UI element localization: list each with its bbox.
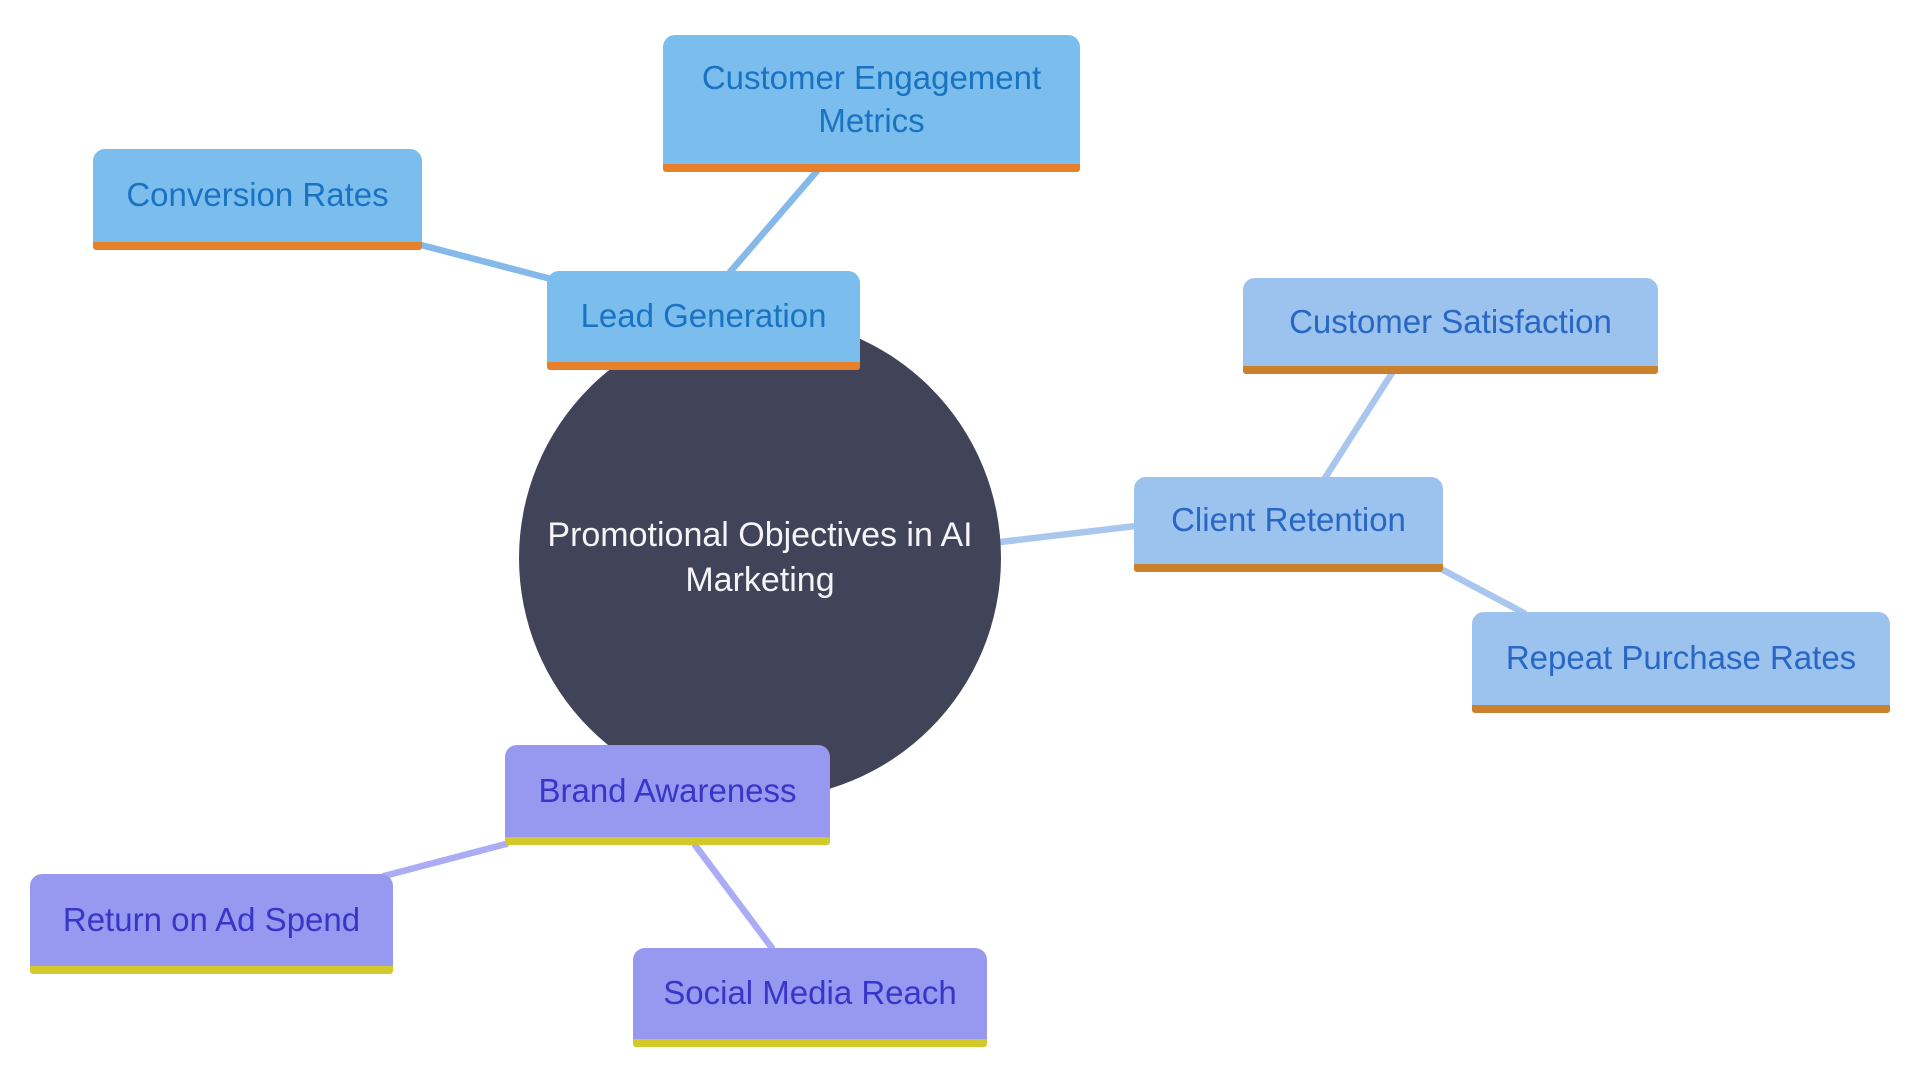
central-topic-label-line1: Promotional Objectives in AI xyxy=(547,516,973,555)
connector-lead-generation-to-conversion-rates xyxy=(417,241,559,284)
central-topic-label-line2: Marketing xyxy=(685,561,835,599)
node-label: Repeat Purchase Rates xyxy=(1505,639,1857,677)
node-label: Social Media Reach xyxy=(663,974,957,1012)
central-topic-node[interactable]: Promotional Objectives in AI Marketing xyxy=(519,317,1001,799)
central-topic-label: Promotional Objectives in AI Marketing xyxy=(547,513,972,603)
child-node-social-media-reach[interactable]: Social Media Reach xyxy=(633,948,987,1047)
child-node-repeat-purchase-rates[interactable]: Repeat Purchase Rates xyxy=(1472,612,1890,713)
child-node-conversion-rates[interactable]: Conversion Rates xyxy=(93,149,422,250)
node-label: Customer Engagement Metrics xyxy=(701,59,1042,139)
node-label: Brand Awareness xyxy=(538,771,797,809)
node-label: Customer Satisfaction xyxy=(1289,302,1612,340)
connector-center-to-client-retention xyxy=(971,522,1140,549)
branch-node-brand-awareness[interactable]: Brand Awareness xyxy=(505,745,830,845)
connector-brand-awareness-to-return-on-ad-spend xyxy=(380,840,510,880)
connector-brand-awareness-to-social-media-reach xyxy=(691,841,776,952)
node-label: Return on Ad Spend xyxy=(62,900,361,938)
branch-node-client-retention[interactable]: Client Retention xyxy=(1134,477,1443,572)
node-label: Conversion Rates xyxy=(126,176,389,214)
child-node-customer-satisfaction[interactable]: Customer Satisfaction xyxy=(1243,278,1658,374)
connector-client-retention-to-repeat-purchase-rates xyxy=(1439,566,1528,617)
child-node-return-on-ad-spend[interactable]: Return on Ad Spend xyxy=(30,874,393,974)
branch-node-lead-generation[interactable]: Lead Generation xyxy=(547,271,860,370)
node-label: Lead Generation xyxy=(580,297,827,335)
connector-client-retention-to-customer-satisfaction xyxy=(1321,369,1396,482)
node-label: Client Retention xyxy=(1171,501,1406,539)
child-node-customer-engagement-metrics[interactable]: Customer Engagement Metrics xyxy=(663,35,1080,172)
connector-lead-generation-to-customer-engagement-metrics xyxy=(726,167,821,276)
